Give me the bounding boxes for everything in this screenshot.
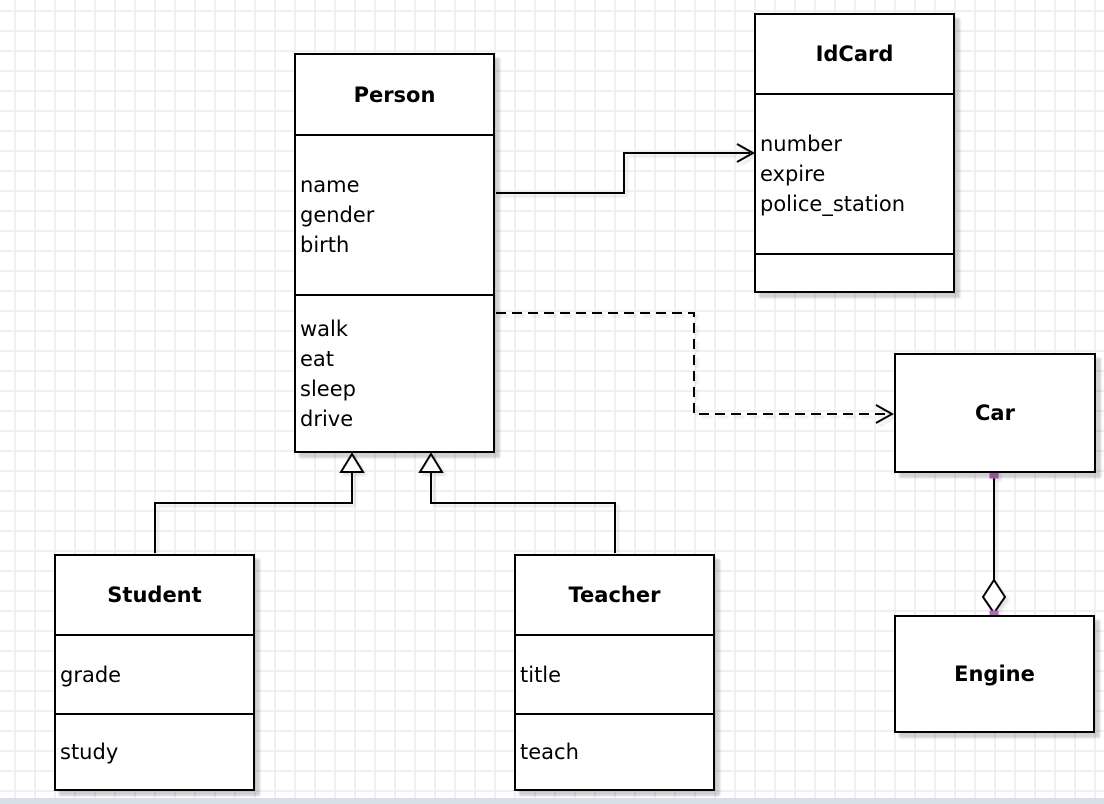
generalization-student-person[interactable] — [154, 473, 353, 553]
attributes-section: grade — [56, 634, 253, 713]
method: sleep — [300, 376, 356, 401]
class-title: Engine — [954, 662, 1035, 686]
attribute: title — [520, 662, 562, 687]
endpoint-handle[interactable] — [989, 469, 999, 479]
hollow-triangle-icon — [339, 452, 365, 473]
class-title: IdCard — [815, 42, 894, 66]
methods-section: study — [56, 713, 253, 789]
attribute: police_station — [760, 192, 906, 216]
class-idcard[interactable]: IdCard number expire police_station — [754, 13, 955, 293]
hollow-diamond-icon — [981, 578, 1007, 615]
method: study — [60, 740, 119, 764]
class-person[interactable]: Person name gender birth walk eat sleep … — [294, 53, 495, 453]
attribute: number — [760, 132, 842, 156]
methods-section: walk eat sleep drive — [296, 294, 493, 451]
hollow-triangle-icon — [418, 452, 444, 473]
attribute: name — [300, 173, 360, 197]
class-engine[interactable]: Engine — [894, 615, 1095, 733]
class-title: Teacher — [568, 583, 661, 607]
generalization-teacher-person[interactable] — [430, 473, 616, 553]
attributes-section: name gender birth — [296, 134, 493, 294]
method: teach — [520, 740, 579, 764]
class-car[interactable]: Car — [894, 353, 1096, 473]
attributes-section: title — [516, 634, 713, 713]
class-title: Student — [107, 583, 202, 607]
attribute: grade — [60, 662, 122, 687]
class-student[interactable]: Student grade study — [54, 554, 255, 791]
class-title: Person — [353, 82, 436, 107]
class-teacher[interactable]: Teacher title teach — [514, 554, 715, 791]
attribute: birth — [300, 233, 350, 257]
canvas-edge-strip — [0, 798, 1104, 804]
methods-section: teach — [516, 713, 713, 789]
method: eat — [300, 346, 335, 371]
attribute: gender — [300, 203, 375, 227]
attributes-section: number expire police_station — [756, 93, 953, 253]
methods-section — [756, 253, 953, 291]
dependency-person-car[interactable] — [496, 312, 888, 415]
open-arrowhead-icon — [875, 404, 895, 424]
class-title: Car — [975, 401, 1015, 425]
method: walk — [300, 316, 349, 341]
association-person-idcard[interactable] — [496, 152, 750, 194]
attribute: expire — [760, 162, 826, 186]
method: drive — [300, 406, 354, 431]
open-arrowhead-icon — [736, 143, 756, 163]
